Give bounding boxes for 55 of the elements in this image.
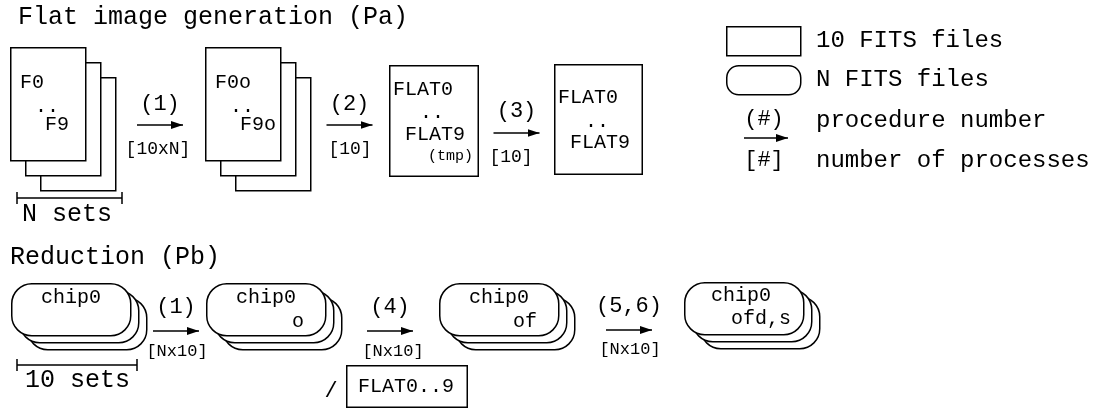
procedure-number: (1) xyxy=(156,294,196,322)
file-name: ofd,s xyxy=(731,307,791,331)
section-heading: Reduction (Pb) xyxy=(10,243,221,273)
process-count: [10xN] xyxy=(125,139,191,161)
procedure-number: (1) xyxy=(140,91,180,119)
arrow xyxy=(605,326,653,334)
arrow xyxy=(366,327,414,335)
arrow xyxy=(325,121,374,129)
procedure-number: (5,6) xyxy=(596,293,662,321)
file-name: .. xyxy=(420,101,444,125)
file-name: FLAT9 xyxy=(405,123,465,147)
file-name: chip0 xyxy=(41,286,101,310)
arrow xyxy=(492,129,541,137)
file-stack xyxy=(205,47,310,190)
legend-text: number of processes xyxy=(816,146,1090,176)
process-count: [Nx10] xyxy=(146,341,208,363)
file-name: o xyxy=(292,310,304,334)
file-name: of xyxy=(513,310,537,334)
file-name: FLAT0 xyxy=(558,86,618,110)
file-box xyxy=(554,64,643,175)
arrow xyxy=(136,121,184,129)
arrow xyxy=(152,327,200,335)
legend-text: procedure number xyxy=(816,106,1047,136)
set-count: N sets xyxy=(22,200,112,230)
procedure-number: (3) xyxy=(496,98,537,126)
process-count: [Nx10] xyxy=(362,341,424,363)
legend-sample-text: (#) xyxy=(744,106,784,134)
legend-text: 10 FITS files xyxy=(816,26,1004,56)
rounded-file-stack xyxy=(439,283,574,350)
rounded-file-stack xyxy=(206,283,341,350)
file-name: chip0 xyxy=(711,284,771,308)
file-name: F0 xyxy=(20,71,44,95)
process-count: [Nx10] xyxy=(599,339,661,361)
procedure-number: (2) xyxy=(329,91,370,119)
process-count: [10] xyxy=(489,147,533,169)
procedure-number: (4) xyxy=(370,294,410,322)
set-count: 10 sets xyxy=(25,366,131,396)
file-name: chip0 xyxy=(469,286,529,310)
file-box xyxy=(346,365,468,408)
file-name: (tmp) xyxy=(428,148,473,166)
rounded-file-stack xyxy=(684,282,819,350)
rounded-file-stack xyxy=(11,283,146,350)
legend-text: N FITS files xyxy=(816,65,989,95)
file-name: .. xyxy=(585,110,609,134)
file-name: FLAT9 xyxy=(570,131,630,155)
file-stack xyxy=(10,47,115,190)
file-name: FLAT0..9 xyxy=(358,375,454,399)
division-sign: / xyxy=(324,378,338,406)
legend-sample-text: [#] xyxy=(744,147,784,175)
file-name: chip0 xyxy=(236,286,296,310)
section-heading: Flat image generation (Pa) xyxy=(18,3,409,33)
file-name: FLAT0 xyxy=(393,78,453,102)
file-name: F0o xyxy=(215,71,251,95)
file-box xyxy=(389,65,479,177)
process-count: [10] xyxy=(328,139,372,161)
